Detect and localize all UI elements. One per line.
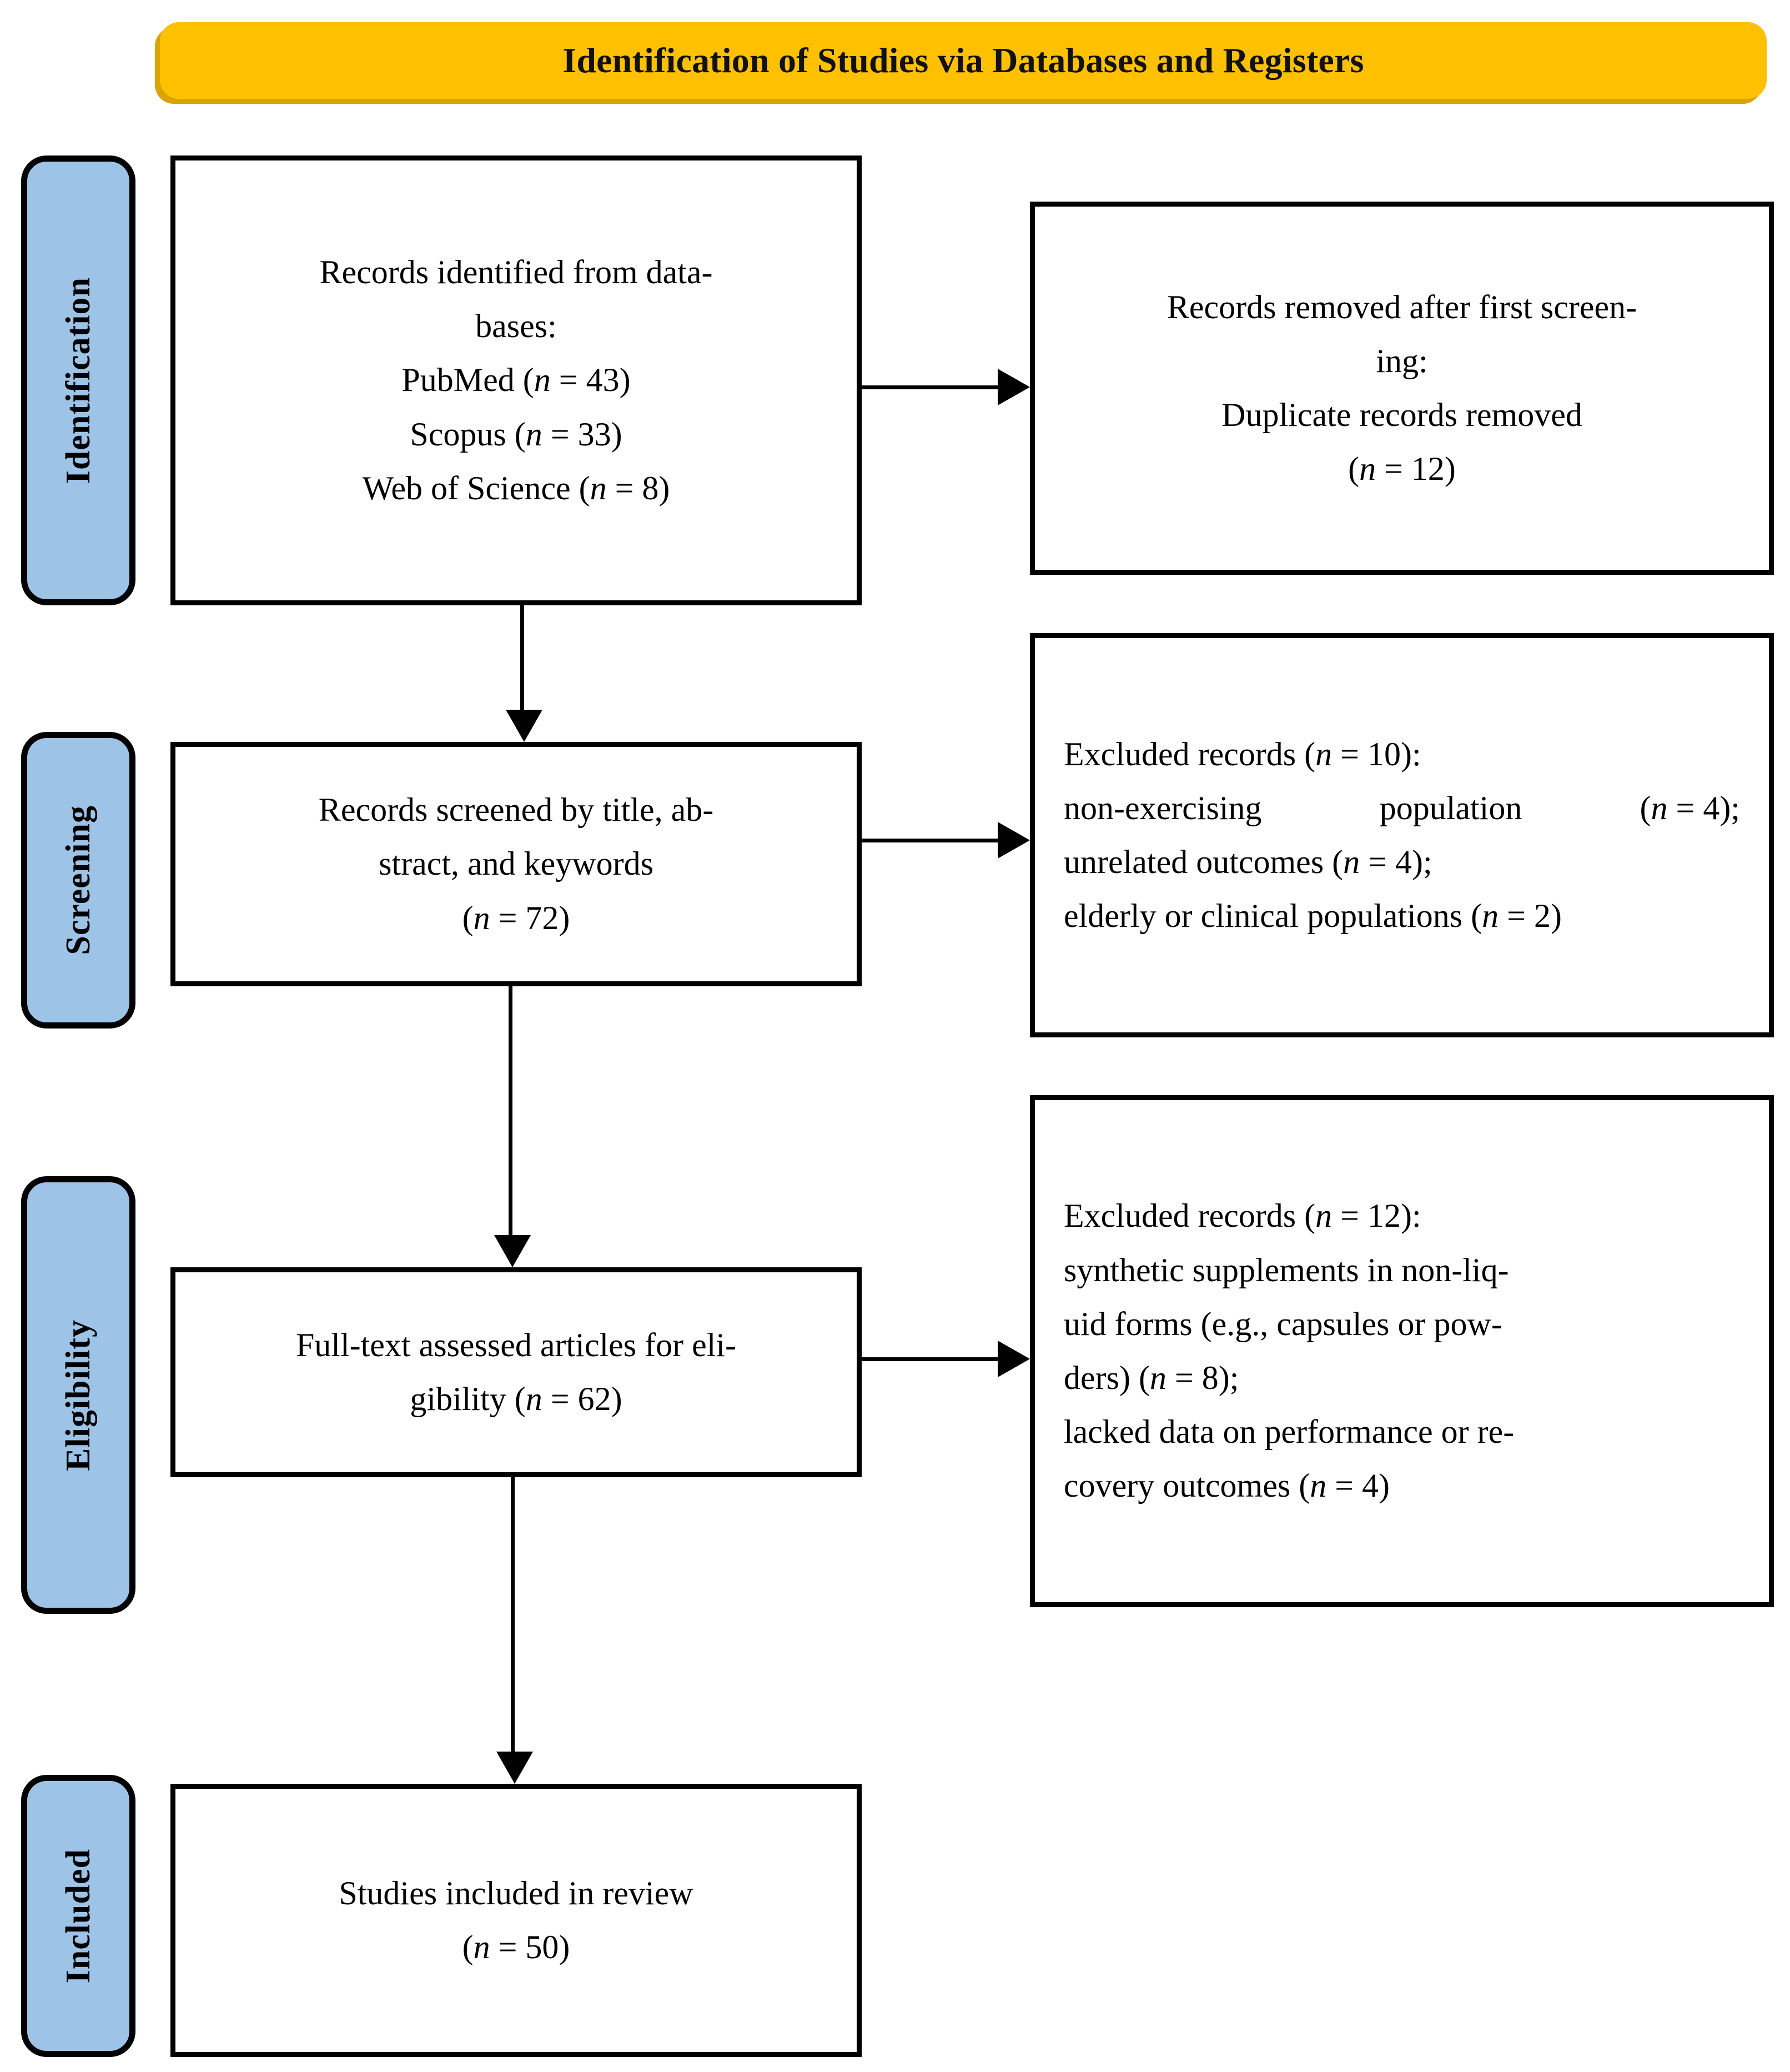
records-identified-scopus: Scopus (n = 33) [410, 415, 622, 453]
records-screened-count: (n = 72) [462, 899, 570, 936]
excluded-screening-heading: Excluded records (n = 10): [1064, 735, 1421, 772]
connector-fulltext-to-included-line [511, 1477, 515, 1753]
records-identified-pubmed: PubMed (n = 43) [401, 362, 631, 399]
excluded-eligibility-reason-1c: ders) (n = 8); [1064, 1359, 1239, 1396]
records-screened-line-2: stract, and keywords [379, 845, 653, 882]
stage-pill-screening: Screening [21, 732, 135, 1029]
fulltext-count: gibility (n = 62) [410, 1381, 622, 1417]
diagram-header-banner: Identification of Studies via Databases … [160, 22, 1767, 99]
stage-label-screening: Screening [59, 805, 97, 955]
box-records-identified: Records identified from data- bases: Pub… [170, 155, 862, 605]
connector-fulltext-to-included-arrowhead [496, 1752, 533, 1784]
box-records-removed: Records removed after first screen- ing:… [1030, 202, 1774, 575]
box-records-screened: Records screened by title, ab- stract, a… [170, 742, 862, 986]
records-removed-count: (n = 12) [1348, 450, 1456, 488]
connector-identified-to-removed-arrowhead [998, 369, 1030, 405]
fulltext-line-1: Full-text assessed articles for eli- [295, 1326, 737, 1363]
excluded-eligibility-heading: Excluded records (n = 12): [1064, 1197, 1421, 1235]
records-identified-line-2: bases: [475, 308, 557, 345]
excluded-eligibility-reason-2a: lacked data on performance or re- [1064, 1413, 1515, 1451]
stage-label-eligibility: Eligibility [59, 1319, 97, 1471]
studies-included-count: (n = 50) [462, 1929, 570, 1965]
connector-fulltext-to-excluded-line [862, 1357, 998, 1361]
connector-screened-to-fulltext-arrowhead [494, 1235, 531, 1267]
box-excluded-eligibility: Excluded records (n = 12): synthetic sup… [1030, 1095, 1774, 1607]
records-identified-line-1: Records identified from data- [319, 254, 713, 291]
excluded-screening-reason-2: unrelated outcomes (n = 4); [1064, 844, 1432, 880]
stage-label-identification: Identification [59, 277, 97, 484]
studies-included-line-1: Studies included in review [339, 1874, 693, 1912]
connector-identified-to-removed-line [862, 385, 998, 389]
excluded-screening-reason-3: elderly or clinical populations (n = 2) [1064, 897, 1562, 935]
records-removed-line-3: Duplicate records removed [1221, 397, 1582, 433]
records-removed-line-2: ing: [1376, 342, 1428, 379]
stage-label-included: Included [59, 1848, 97, 1984]
stage-pill-eligibility: Eligibility [21, 1176, 135, 1614]
box-excluded-screening: Excluded records (n = 10): non-exercisin… [1030, 633, 1774, 1037]
connector-screened-to-fulltext-line [509, 986, 512, 1236]
box-studies-included: Studies included in review (n = 50) [170, 1784, 862, 2057]
stage-pill-included: Included [21, 1775, 135, 2057]
excluded-eligibility-reason-1a: synthetic supplements in non-liq- [1064, 1251, 1509, 1288]
stage-pill-identification: Identification [21, 155, 135, 605]
records-removed-line-1: Records removed after first screen- [1166, 288, 1637, 325]
box-fulltext-assessed: Full-text assessed articles for eli- gib… [170, 1267, 862, 1477]
page-title: Identification of Studies via Databases … [562, 40, 1364, 80]
records-screened-line-1: Records screened by title, ab- [318, 791, 714, 829]
excluded-eligibility-reason-2b: covery outcomes (n = 4) [1064, 1467, 1390, 1504]
connector-fulltext-to-excluded-arrowhead [998, 1341, 1030, 1377]
connector-screened-to-excluded-line [862, 839, 998, 842]
records-identified-wos: Web of Science (n = 8) [362, 469, 670, 506]
connector-identified-to-screened-arrowhead [506, 710, 542, 742]
connector-screened-to-excluded-arrowhead [998, 822, 1030, 859]
excluded-screening-reason-1: non-exercising population (n = 4); [1064, 789, 1740, 826]
excluded-eligibility-reason-1b: uid forms (e.g., capsules or pow- [1064, 1305, 1502, 1342]
connector-identified-to-screened-line [520, 605, 524, 711]
